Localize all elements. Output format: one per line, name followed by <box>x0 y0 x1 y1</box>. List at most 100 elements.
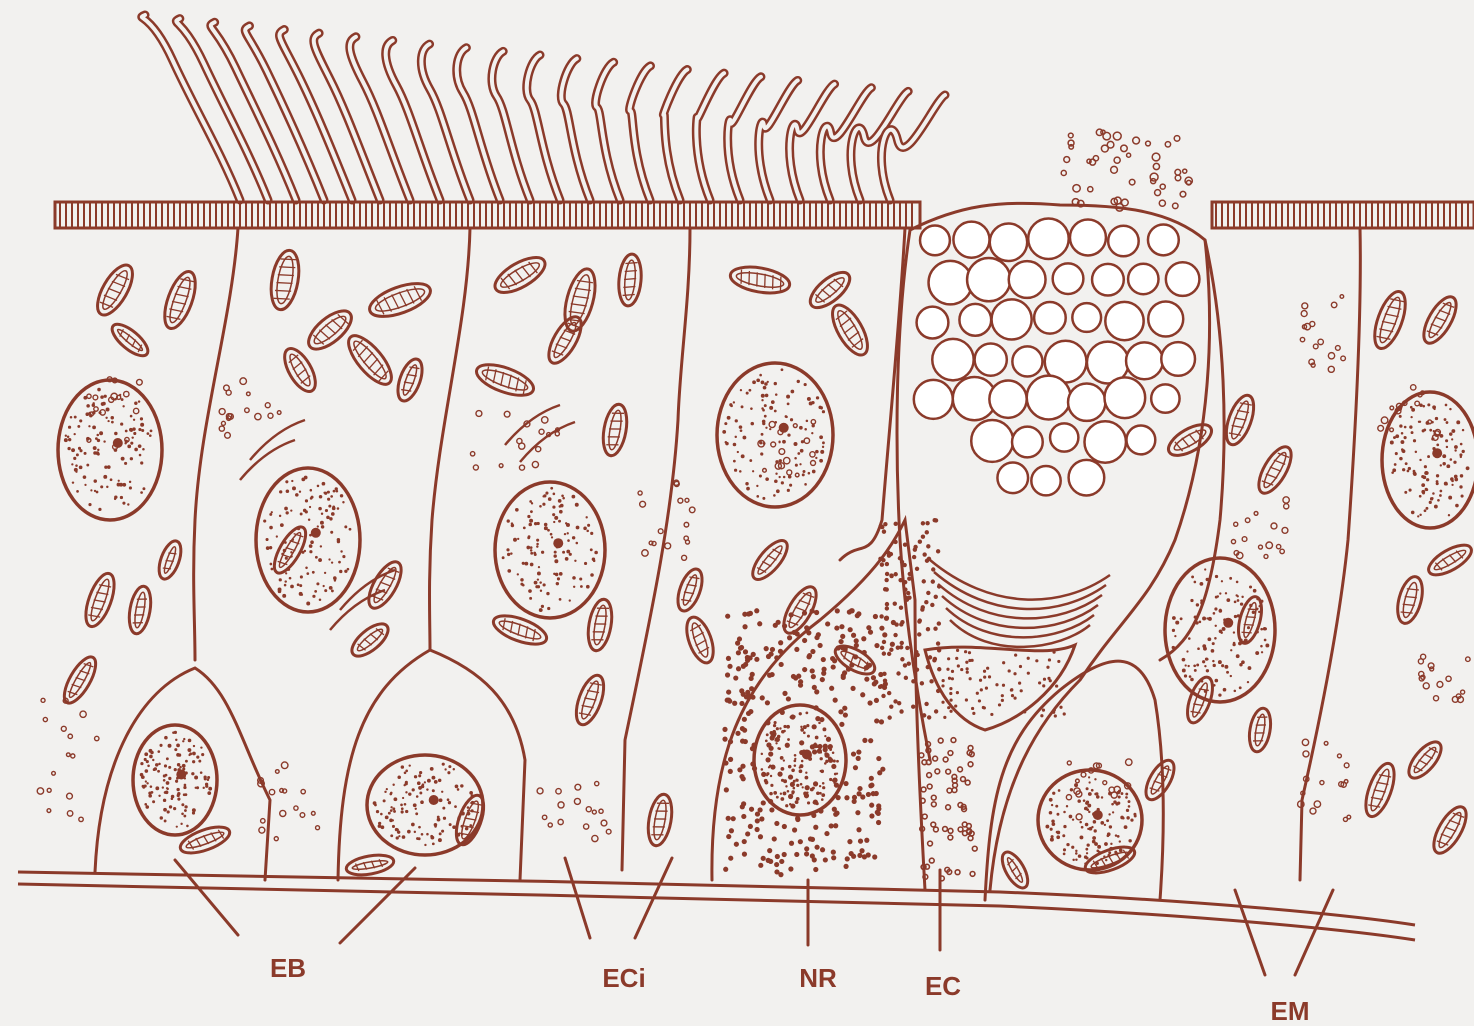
granule <box>879 626 884 631</box>
chromatin <box>1106 819 1109 822</box>
ec-granule <box>1042 684 1045 687</box>
chromatin <box>404 803 407 806</box>
chromatin <box>1079 821 1082 824</box>
chromatin <box>1221 664 1224 667</box>
granule <box>785 743 790 748</box>
chromatin <box>141 429 144 432</box>
mitochondrion <box>91 260 140 320</box>
granule <box>872 854 877 859</box>
ec-basal-fold <box>951 738 956 743</box>
chromatin <box>554 559 558 563</box>
chromatin <box>774 421 777 424</box>
granule <box>742 852 747 857</box>
ribosome-dot <box>67 811 72 816</box>
ec-granule <box>979 679 982 682</box>
granule <box>765 700 770 705</box>
granule <box>900 657 904 661</box>
granule <box>874 791 879 796</box>
granule <box>742 839 747 844</box>
chromatin <box>761 433 764 436</box>
label-leader-lines <box>175 858 1333 975</box>
granule <box>814 610 819 615</box>
chromatin <box>114 495 117 498</box>
chromatin <box>765 427 767 429</box>
granule <box>818 643 823 648</box>
granule <box>882 529 886 533</box>
ec-granule <box>972 712 975 715</box>
chromatin <box>78 447 81 450</box>
granule <box>868 738 873 743</box>
ec-granule <box>1001 699 1004 702</box>
chromatin <box>283 549 287 553</box>
chromatin <box>443 817 446 820</box>
chromatin <box>821 798 824 801</box>
chromatin <box>783 725 786 728</box>
chromatin <box>323 585 325 587</box>
chromatin <box>1446 421 1449 424</box>
ec-granule <box>986 667 989 670</box>
granule <box>838 709 843 714</box>
chromatin <box>1433 430 1435 432</box>
chromatin <box>1187 665 1189 667</box>
mitochondrion-outer <box>1368 288 1411 353</box>
granule <box>814 845 819 850</box>
chromatin <box>1440 464 1442 466</box>
nucleolus <box>429 795 439 805</box>
secretion-droplet <box>1153 163 1159 169</box>
chromatin <box>300 513 303 516</box>
chromatin <box>797 452 800 455</box>
chromatin <box>176 826 178 828</box>
chromatin <box>1104 824 1106 826</box>
chromatin <box>767 381 769 383</box>
chromatin <box>309 544 313 548</box>
crista <box>573 294 589 300</box>
mitochondrion-outer <box>826 300 875 360</box>
chromatin <box>393 797 397 801</box>
granule <box>813 781 818 786</box>
chromatin <box>77 425 80 428</box>
mitochondrion <box>1221 392 1259 448</box>
mucus-vacuole <box>1092 264 1124 296</box>
granule <box>926 591 930 595</box>
ec-granule <box>1040 714 1043 717</box>
chromatin <box>68 426 71 429</box>
granule <box>745 690 750 695</box>
chromatin <box>183 793 186 796</box>
chromatin <box>417 781 421 785</box>
chromatin <box>195 787 197 789</box>
chromatin <box>1194 669 1197 672</box>
granule <box>802 638 807 643</box>
chromatin <box>308 519 310 521</box>
chromatin <box>1450 477 1454 481</box>
ribosome-dot <box>316 826 320 830</box>
granule <box>911 705 915 709</box>
chromatin <box>785 415 788 418</box>
mitochondrion-inner <box>1412 745 1439 775</box>
chromatin <box>207 791 211 795</box>
ribosome-dot <box>95 736 99 740</box>
granule <box>725 614 730 619</box>
chromatin <box>330 495 333 498</box>
chromatin <box>786 395 790 399</box>
chromatin <box>163 808 167 812</box>
chromatin <box>1407 470 1410 473</box>
chromatin <box>119 394 121 396</box>
chromatin <box>107 465 111 469</box>
granule <box>724 787 729 792</box>
chromatin <box>284 541 287 544</box>
ec-granule <box>942 679 945 682</box>
chromatin <box>760 452 763 455</box>
chromatin <box>783 476 786 479</box>
ec-basal-fold <box>965 780 970 785</box>
chromatin <box>1241 596 1243 598</box>
mitochondrion-outer <box>1082 842 1138 879</box>
granule <box>885 562 889 566</box>
chromatin <box>131 436 133 438</box>
ec-granule <box>956 649 959 652</box>
mitochondrion-outer <box>1246 707 1273 754</box>
chromatin <box>1454 478 1458 482</box>
chromatin <box>1241 660 1245 664</box>
chromatin <box>174 768 177 771</box>
nucleus <box>1382 392 1474 528</box>
chromatin <box>133 432 136 435</box>
